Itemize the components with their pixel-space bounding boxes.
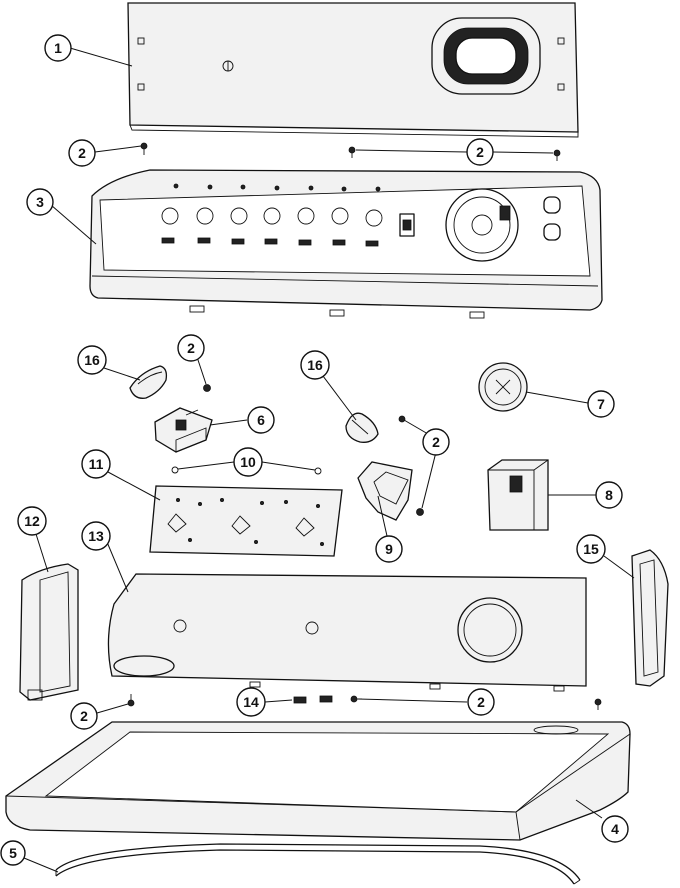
callout-label: 2 (80, 708, 88, 724)
callout-label: 3 (36, 194, 44, 210)
callout-label: 9 (385, 541, 393, 557)
callout-label: 10 (240, 454, 256, 470)
part-7-dial (478, 362, 528, 412)
callout-16: 16 (77, 345, 107, 375)
screw-middle-right (398, 415, 424, 516)
part-3-control-console (89, 169, 603, 319)
callout-4: 4 (601, 815, 629, 843)
callout-label: 2 (432, 434, 440, 450)
callout-label: 15 (583, 541, 599, 557)
callout-2: 2 (466, 138, 494, 166)
callout-label: 7 (597, 396, 605, 412)
part-16-knob-center (345, 412, 379, 443)
callout-8: 8 (595, 481, 623, 509)
part-11-circuit-board (149, 485, 343, 557)
callout-label: 11 (89, 456, 104, 472)
callout-9: 9 (375, 535, 403, 563)
screw-middle-left (203, 384, 211, 392)
callout-2: 2 (422, 428, 450, 456)
callout-7: 7 (587, 390, 615, 418)
console-led-slots (161, 237, 379, 247)
console-indicator-dots (173, 183, 381, 192)
callout-label: 2 (476, 144, 484, 160)
leader-lines (23, 47, 635, 873)
callout-label: 2 (187, 340, 195, 356)
part-15-right-endcap (631, 549, 669, 687)
part-12-left-endcap (19, 563, 79, 701)
callout-label: 8 (605, 487, 613, 503)
callout-label: 13 (88, 528, 104, 544)
callout-15: 15 (576, 534, 606, 564)
callout-13: 13 (81, 521, 111, 551)
callout-2: 2 (467, 688, 495, 716)
callout-label: 12 (24, 513, 40, 529)
callout-label: 4 (611, 821, 619, 837)
part-16-knob-left (129, 365, 168, 399)
part-8-module (487, 459, 549, 531)
console-knob-holes (161, 207, 383, 227)
callout-label: 2 (78, 145, 86, 161)
callout-10: 10 (233, 447, 263, 477)
callout-label: 5 (9, 845, 17, 861)
callout-16: 16 (300, 350, 330, 380)
part-6-switch (154, 407, 213, 453)
callout-label: 2 (477, 694, 485, 710)
callout-6: 6 (247, 406, 275, 434)
callout-label: 16 (84, 352, 100, 368)
callout-label: 1 (54, 40, 62, 56)
part-9-bracket (357, 461, 413, 521)
callout-1: 1 (44, 34, 72, 62)
part-1-rear-panel (127, 2, 579, 138)
part-5-trim-strip (55, 843, 581, 885)
callout-label: 16 (307, 357, 323, 373)
callout-2: 2 (177, 334, 205, 362)
callout-2: 2 (70, 702, 98, 730)
callout-label: 6 (257, 412, 265, 428)
callout-11: 11 (81, 449, 111, 479)
callout-12: 12 (17, 506, 47, 536)
part-10-screws (171, 466, 322, 475)
callout-2: 2 (68, 139, 96, 167)
part-4-top-frame (5, 721, 631, 841)
screw-group-lower (127, 694, 602, 710)
callout-3: 3 (26, 188, 54, 216)
callout-14: 14 (236, 687, 266, 717)
callout-label: 14 (243, 694, 259, 710)
part-13-lower-console (107, 573, 587, 692)
part-14-pads (293, 695, 333, 704)
callout-5: 5 (0, 840, 26, 866)
